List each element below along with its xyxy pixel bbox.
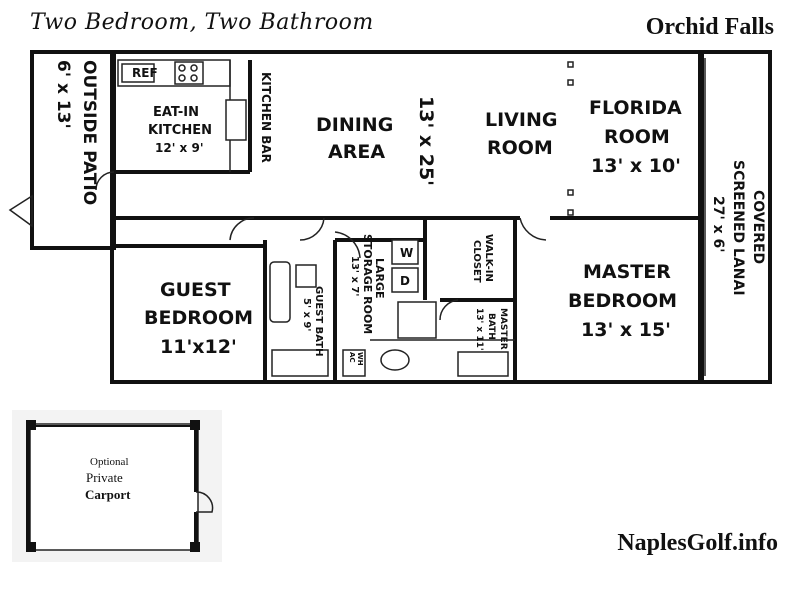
master-bedroom-size: 13' x 15': [581, 319, 671, 341]
master-bath-label-1: MASTER: [498, 308, 508, 350]
carport-label: Carport: [85, 487, 131, 502]
florida-label-2: ROOM: [604, 126, 670, 148]
website-label: NaplesGolf.info: [617, 530, 778, 556]
lanai-label-2: SCREENED LANAI: [730, 160, 746, 296]
master-door: [519, 217, 547, 241]
carport-door: [195, 491, 214, 513]
kitchen-label-2: KITCHEN: [148, 123, 212, 138]
patio-size: 6' x 13': [53, 60, 73, 129]
closet-label-1: WALK-IN: [483, 234, 494, 282]
guest-vanity: [271, 349, 329, 377]
kitchen-sink: [225, 99, 247, 141]
wh-label: WH: [356, 352, 364, 366]
patio-door: [95, 171, 115, 191]
dining-label-2: AREA: [328, 141, 385, 163]
patio-label: OUTSIDE PATIO: [79, 60, 99, 205]
dining-label-1: DINING: [316, 114, 393, 136]
kitchen-bar-label: KITCHEN BAR: [259, 72, 273, 163]
guest-bedroom-label-1: GUEST: [160, 279, 231, 301]
lanai-label-1: COVERED: [750, 190, 766, 264]
dryer-label: D: [400, 274, 410, 288]
plan-title: Two Bedroom, Two Bathroom: [30, 10, 374, 35]
guest-bedroom-size: 11'x12': [160, 336, 237, 358]
master-vanity: [397, 301, 437, 339]
living-size: 13' x 25': [415, 96, 437, 186]
lanai-size: 27' x 6': [710, 196, 726, 253]
guest-toilet: [295, 264, 317, 288]
kitchen-door: [229, 217, 255, 241]
refrigerator-icon: [121, 63, 155, 83]
florida-size: 13' x 10': [591, 155, 681, 177]
guest-bedroom-label-2: BEDROOM: [144, 307, 253, 329]
carport-private: Private: [86, 470, 123, 485]
patio-outline: [30, 50, 116, 250]
washer-box: [391, 239, 419, 265]
living-label-1: LIVING: [485, 109, 557, 131]
storage-size: 13' x 7': [349, 256, 360, 296]
master-bath-size: 13' x 11': [474, 308, 484, 351]
washer-label: W: [400, 246, 413, 260]
carport: Optional Private Carport: [12, 410, 222, 562]
florida-label-1: FLORIDA: [589, 97, 682, 119]
storage-label-1: LARGE: [373, 258, 386, 299]
master-bath-label-2: BATH: [486, 313, 496, 340]
carport-optional: Optional: [90, 456, 129, 468]
wh-ac-box: [342, 349, 366, 377]
guest-bath-size: 5' x 9': [301, 298, 312, 331]
closet-label-2: CLOSET: [471, 240, 482, 283]
storage-label-2: STORAGE ROOM: [361, 234, 374, 334]
dryer-box: [391, 267, 419, 293]
master-tub: [457, 351, 509, 377]
guest-bath-label: GUEST BATH: [313, 286, 324, 356]
storage-door: [334, 231, 361, 259]
kitchen-counter: [117, 59, 231, 87]
master-bedroom-label-1: MASTER: [583, 261, 671, 283]
guest-tub: [269, 261, 291, 323]
community-name: Orchid Falls: [645, 14, 774, 40]
living-label-2: ROOM: [487, 137, 553, 159]
master-bedroom-label-2: BEDROOM: [568, 290, 677, 312]
ac-label: AC: [348, 352, 356, 363]
kitchen-label-1: EAT-IN: [153, 105, 199, 120]
kitchen-size: 12' x 9': [155, 141, 204, 155]
stove-icon: [174, 61, 204, 85]
ref-label: REF: [132, 66, 158, 80]
master-toilet: [380, 349, 410, 371]
